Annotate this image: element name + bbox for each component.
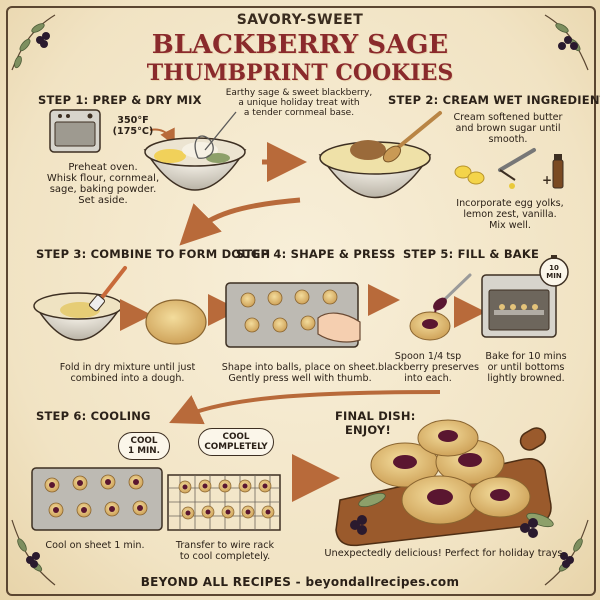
bowl-icon	[318, 140, 432, 199]
arrow-icon	[149, 127, 175, 146]
bowl-icon	[143, 137, 247, 191]
page-title-line1: BLACKBERRY SAGE	[151, 30, 449, 60]
oven-icon	[481, 274, 557, 338]
dough-ball	[145, 299, 207, 345]
vanilla-icon	[552, 154, 564, 189]
blackberry-icon	[350, 515, 367, 535]
blackberry-icon	[558, 36, 578, 50]
svg-text:+: +	[542, 173, 552, 187]
supertitle: SAVORY-SWEET	[236, 12, 364, 28]
zester-icon	[498, 148, 536, 189]
arrow-icon	[179, 197, 301, 246]
step2-caption-bottom: Incorporate egg yolks,lemon zest, vanill…	[456, 198, 564, 231]
footer-credit: BEYOND ALL RECIPES - beyondallrecipes.co…	[140, 575, 460, 589]
blackberry-icon	[560, 552, 574, 568]
final-cookies	[370, 419, 531, 525]
oven-icon	[49, 109, 101, 153]
whisk-icon	[194, 111, 237, 159]
step6-caption-left: Cool on sheet 1 min.	[45, 540, 145, 551]
intro-text: Earthy sage & sweet blackberry,a unique …	[225, 88, 373, 118]
final-caption: Unexpectedly delicious! Perfect for holi…	[324, 548, 566, 559]
wire-rack-icon	[167, 474, 281, 531]
corner-vine-top-left	[11, 14, 56, 71]
egg-icon	[454, 165, 485, 185]
spoon-icon	[433, 273, 472, 311]
step2-heading: STEP 2: CREAM WET INGREDIENTS	[388, 93, 600, 107]
final-heading: FINAL DISH:ENJOY!	[335, 409, 416, 437]
step5-heading: STEP 5: FILL & BAKE	[403, 247, 540, 261]
blackberry-icon	[36, 32, 50, 48]
page-title-line2: THUMBPRINT COOKIES	[146, 60, 454, 86]
blackberry-icon	[520, 518, 538, 538]
step4-caption: Shape into balls, place on sheet.Gently …	[221, 362, 379, 384]
timer-icon	[539, 255, 569, 287]
hand-icon	[317, 312, 361, 343]
jam-filling	[393, 430, 510, 505]
blackberry-icon	[26, 552, 40, 568]
step3-heading: STEP 3: COMBINE TO FORM DOUGH	[36, 247, 271, 261]
baking-sheet-icon	[31, 467, 163, 531]
sage-leaf-icon	[358, 492, 554, 528]
step6-heading: STEP 6: COOLING	[36, 409, 151, 423]
cookie	[409, 311, 451, 341]
step1-heading: STEP 1: PREP & DRY MIX	[38, 93, 202, 107]
spatula-icon	[88, 266, 127, 312]
bowl-icon	[33, 292, 124, 341]
spoon-icon	[382, 111, 442, 163]
oven-temperature: 350°F(175°C)	[112, 115, 154, 137]
step4-heading: STEP 4: SHAPE & PRESS	[236, 247, 396, 261]
step1-caption: Preheat oven.Whisk flour, cornmeal,sage,…	[46, 162, 160, 206]
arrow-icon	[169, 390, 441, 425]
decorative-border	[6, 6, 596, 596]
